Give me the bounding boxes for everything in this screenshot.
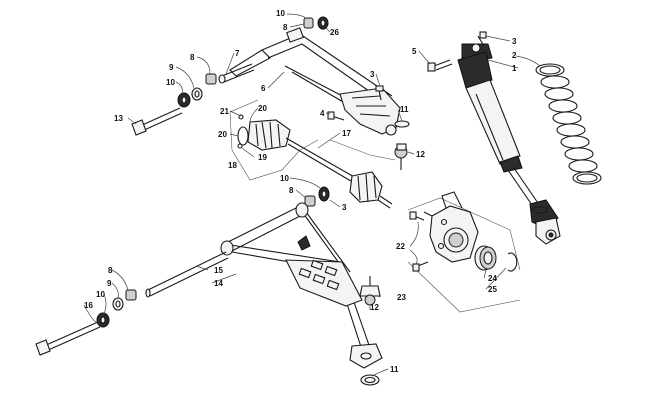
bolt-3-upper <box>375 85 384 101</box>
callout-21: 21 <box>220 107 229 116</box>
callout-20: 20 <box>218 130 227 139</box>
callout-labels: 10 8 26 7 8 9 10 6 3 5 3 1 2 13 21 20 4 … <box>84 9 517 374</box>
shock-absorber <box>457 43 561 245</box>
lower-a-arm <box>220 202 383 369</box>
bolt-4 <box>327 111 345 121</box>
shock-bolt-3 <box>477 31 487 47</box>
callout-24: 24 <box>488 274 497 283</box>
bearing-snap-ring <box>507 252 518 272</box>
callout-8: 8 <box>283 23 288 32</box>
callout-11: 11 <box>390 365 399 374</box>
lower-ball-joint <box>359 276 381 386</box>
callout-8: 8 <box>108 266 113 275</box>
callout-16: 16 <box>84 301 93 310</box>
callout-20: 20 <box>258 104 267 113</box>
callout-10: 10 <box>276 9 285 18</box>
knuckle-group-outline <box>407 197 521 313</box>
callout-10: 10 <box>96 290 105 299</box>
callout-19: 19 <box>258 153 267 162</box>
bolt-16 <box>35 321 101 356</box>
callout-8: 8 <box>289 186 294 195</box>
callout-23: 23 <box>397 293 406 302</box>
upper-a-arm <box>229 27 401 136</box>
callout-18: 18 <box>228 161 237 170</box>
callout-13: 13 <box>114 114 123 123</box>
upper-ball-joint <box>394 120 410 170</box>
callout-17: 17 <box>342 129 351 138</box>
callout-25: 25 <box>488 285 497 294</box>
callout-2: 2 <box>512 51 517 60</box>
callout-12: 12 <box>416 150 425 159</box>
callout-22: 22 <box>396 242 405 251</box>
callout-14: 14 <box>214 279 223 288</box>
lower-rear-pivot-hardware <box>304 186 330 207</box>
callout-9: 9 <box>169 63 174 72</box>
callout-9: 9 <box>107 279 112 288</box>
callout-11: 11 <box>400 105 409 114</box>
callout-26: 26 <box>330 28 339 37</box>
callout-7: 7 <box>235 49 240 58</box>
axle-group-outline <box>229 99 396 181</box>
callout-3: 3 <box>512 37 517 46</box>
lower-pivot-sleeve <box>145 251 229 298</box>
callout-3: 3 <box>370 70 375 79</box>
callout-10: 10 <box>280 174 289 183</box>
bolt-13 <box>131 107 183 136</box>
callout-15: 15 <box>214 266 223 275</box>
callout-10: 10 <box>166 78 175 87</box>
callout-5: 5 <box>412 47 417 56</box>
callout-6: 6 <box>261 84 266 93</box>
callout-1: 1 <box>512 64 517 73</box>
shock-bolt-5 <box>427 59 453 72</box>
callout-3: 3 <box>342 203 347 212</box>
upper-pivot-hardware <box>303 16 329 30</box>
callout-8: 8 <box>190 53 195 62</box>
drive-axle <box>237 114 393 209</box>
leader-lines <box>83 13 541 377</box>
steering-knuckle <box>409 191 479 272</box>
callout-12: 12 <box>370 303 379 312</box>
wheel-bearing <box>474 245 497 271</box>
callout-4: 4 <box>320 109 325 118</box>
upper-front-pivot-parts <box>177 63 255 108</box>
coil-spring <box>535 63 602 185</box>
